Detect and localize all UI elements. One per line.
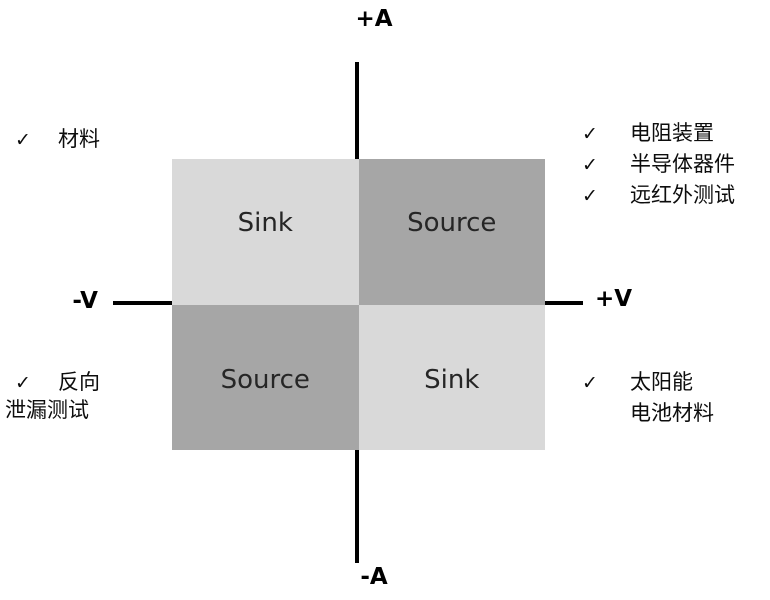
checkmark-icon: ✓	[582, 154, 598, 176]
annotation-bottom-left: ✓ 反向 泄漏测试	[5, 369, 100, 424]
quadrant-label: Sink	[237, 207, 293, 238]
checkmark-icon: ✓	[582, 185, 598, 207]
axis-label-plus-a: +A	[355, 6, 393, 32]
list-item-label-wrap: 电池材料	[630, 401, 714, 425]
quadrant-label: Source	[220, 365, 310, 396]
quadrant-label: Source	[407, 207, 497, 238]
list-item: ✓ 半导体器件	[582, 149, 735, 180]
annotation-top-right: ✓ 电阻装置 ✓ 半导体器件 ✓ 远红外测试	[582, 118, 735, 211]
quadrant-bottom-right-sink: Sink	[358, 304, 545, 450]
list-item-label-wrap: 泄漏测试	[5, 398, 89, 422]
checkmark-icon: ✓	[15, 372, 31, 394]
list-item: ✓ 太阳能	[582, 367, 714, 398]
list-item-label: 材料	[58, 127, 100, 151]
list-item: ✓ 远红外测试	[582, 180, 735, 211]
axis-label-minus-a: -A	[360, 564, 388, 590]
list-item: ✓ 电阻装置	[582, 118, 735, 149]
quadrant-bottom-left-source: Source	[172, 304, 359, 450]
list-item: ✓ 反向	[5, 369, 100, 397]
quadrant-grid: Sink Source Source Sink	[172, 159, 545, 450]
list-item-label: 半导体器件	[630, 152, 735, 176]
quadrant-top-right-source: Source	[358, 159, 545, 305]
annotation-top-left: ✓ 材料	[15, 124, 100, 155]
checkmark-icon: ✓	[582, 123, 598, 145]
annotation-bottom-right: ✓ 太阳能 电池材料	[582, 367, 714, 428]
list-item: ✓ 材料	[15, 124, 100, 155]
list-item-label: 反向	[58, 370, 100, 394]
list-item-label: 太阳能	[630, 370, 693, 394]
checkmark-icon: ✓	[15, 129, 31, 151]
list-item-label: 远红外测试	[630, 183, 735, 207]
axis-label-minus-v: -V	[72, 288, 98, 314]
list-item-label: 电阻装置	[630, 121, 714, 145]
quadrant-label: Sink	[424, 365, 480, 396]
quadrant-top-left-sink: Sink	[172, 159, 359, 305]
checkmark-icon: ✓	[582, 372, 598, 394]
axis-label-plus-v: +V	[595, 286, 633, 312]
